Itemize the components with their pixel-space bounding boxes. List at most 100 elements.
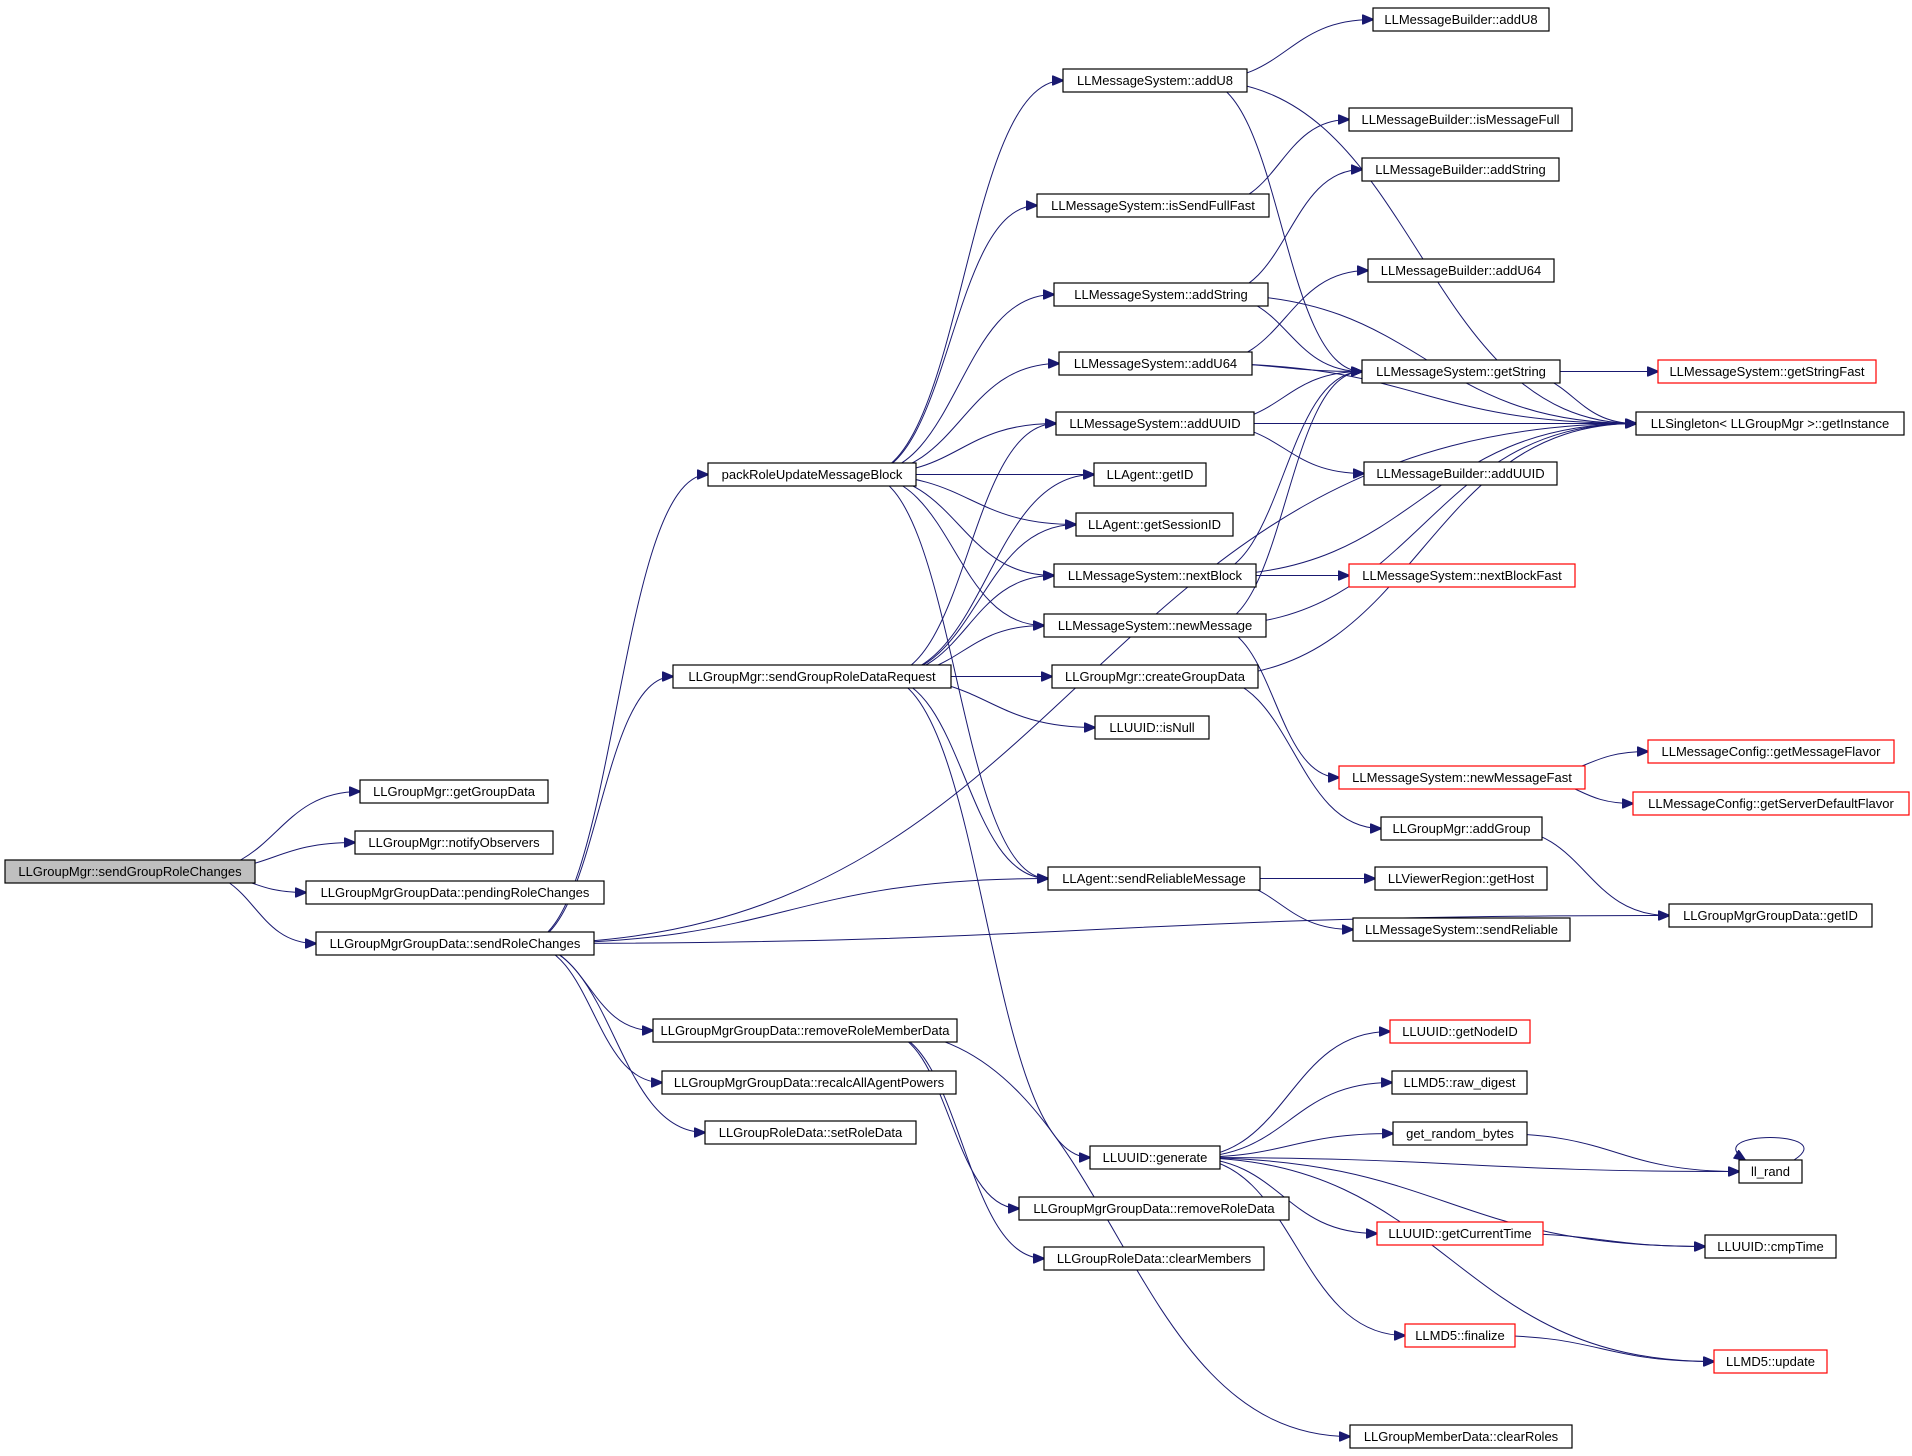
node-pack-role[interactable]: packRoleUpdateMessageBlock bbox=[707, 462, 917, 487]
edge-remove-role-member-data-to-remove-role-data bbox=[880, 1030, 1019, 1209]
node-ms-add-uuid[interactable]: LLMessageSystem::addUUID bbox=[1055, 411, 1255, 436]
node-agent-get-session-id[interactable]: LLAgent::getSessionID bbox=[1075, 512, 1234, 537]
node-send-group-role-data-request[interactable]: LLGroupMgr::sendGroupRoleDataRequest bbox=[672, 664, 952, 689]
edge-send-role-changes-to-pack-role bbox=[524, 475, 709, 944]
node-uuid-get-node-id[interactable]: LLUUID::getNodeID bbox=[1389, 1019, 1531, 1044]
node-label: ll_rand bbox=[1751, 1164, 1790, 1179]
edge-uuid-generate-to-uuid-get-node-id bbox=[1187, 1032, 1391, 1158]
node-ms-is-send-full-fast[interactable]: LLMessageSystem::isSendFullFast bbox=[1036, 193, 1270, 218]
edges-layer bbox=[192, 20, 1805, 1437]
node-remove-role-member-data[interactable]: LLGroupMgrGroupData::removeRoleMemberDat… bbox=[652, 1018, 958, 1043]
node-label: LLAgent::getSessionID bbox=[1088, 517, 1221, 532]
node-set-role-data[interactable]: LLGroupRoleData::setRoleData bbox=[704, 1120, 917, 1145]
node-ms-get-string-fast[interactable]: LLMessageSystem::getStringFast bbox=[1657, 359, 1877, 384]
edge-send-group-role-data-request-to-agent-get-session-id bbox=[881, 525, 1077, 677]
node-box bbox=[1713, 1349, 1828, 1374]
node-notify-observers[interactable]: LLGroupMgr::notifyObservers bbox=[354, 830, 554, 855]
node-label: LLMessageSystem::getString bbox=[1376, 364, 1546, 379]
node-uuid-get-current-time[interactable]: LLUUID::getCurrentTime bbox=[1376, 1221, 1544, 1246]
node-ms-get-string[interactable]: LLMessageSystem::getString bbox=[1361, 359, 1561, 384]
node-label: LLMD5::finalize bbox=[1415, 1328, 1505, 1343]
node-label: LLGroupRoleData::clearMembers bbox=[1057, 1251, 1252, 1266]
node-ms-next-block[interactable]: LLMessageSystem::nextBlock bbox=[1053, 563, 1257, 588]
node-recalc-all-agent-powers[interactable]: LLGroupMgrGroupData::recalcAllAgentPower… bbox=[661, 1070, 957, 1095]
node-root[interactable]: LLGroupMgr::sendGroupRoleChanges bbox=[4, 859, 256, 884]
node-label: LLGroupMgr::notifyObservers bbox=[368, 835, 540, 850]
edge-md5-finalize-to-md5-update bbox=[1487, 1335, 1715, 1362]
edge-uuid-generate-to-uuid-cmp-time bbox=[1187, 1157, 1706, 1247]
node-ms-add-u8[interactable]: LLMessageSystem::addU8 bbox=[1062, 68, 1248, 93]
node-uuid-generate[interactable]: LLUUID::generate bbox=[1089, 1145, 1221, 1170]
node-box bbox=[1647, 739, 1895, 764]
node-mc-get-server-default-flavor[interactable]: LLMessageConfig::getServerDefaultFlavor bbox=[1632, 791, 1910, 816]
node-remove-role-data[interactable]: LLGroupMgrGroupData::removeRoleData bbox=[1018, 1196, 1290, 1221]
edge-ms-new-message-to-singleton-get-instance bbox=[1210, 424, 1637, 626]
node-box bbox=[1043, 613, 1267, 638]
node-label: LLMessageSystem::addU8 bbox=[1077, 73, 1233, 88]
node-box bbox=[1348, 107, 1573, 132]
node-box bbox=[1075, 512, 1234, 537]
node-label: LLGroupMgrGroupData::removeRoleData bbox=[1033, 1201, 1275, 1216]
node-get-random-bytes[interactable]: get_random_bytes bbox=[1392, 1121, 1528, 1146]
edge-pack-role-to-ms-add-string bbox=[863, 295, 1054, 475]
node-uuid-cmp-time[interactable]: LLUUID::cmpTime bbox=[1704, 1234, 1837, 1259]
edge-ll-rand-to-ll-rand bbox=[1736, 1137, 1805, 1161]
node-mb-is-message-full[interactable]: LLMessageBuilder::isMessageFull bbox=[1348, 107, 1573, 132]
node-add-group[interactable]: LLGroupMgr::addGroup bbox=[1380, 816, 1543, 841]
node-box bbox=[704, 1120, 917, 1145]
node-clear-roles[interactable]: LLGroupMemberData::clearRoles bbox=[1349, 1424, 1573, 1449]
node-box bbox=[1361, 157, 1560, 182]
node-box bbox=[1374, 866, 1548, 891]
node-box bbox=[1349, 1424, 1573, 1449]
node-uuid-is-null[interactable]: LLUUID::isNull bbox=[1094, 715, 1210, 740]
node-box bbox=[1635, 411, 1905, 436]
edge-send-group-role-data-request-to-send-reliable-message bbox=[881, 676, 1049, 879]
edge-uuid-generate-to-md5-raw-digest bbox=[1187, 1083, 1393, 1158]
node-mb-add-u8[interactable]: LLMessageBuilder::addU8 bbox=[1372, 7, 1550, 32]
node-ms-add-string[interactable]: LLMessageSystem::addString bbox=[1053, 282, 1269, 307]
node-singleton-get-instance[interactable]: LLSingleton< LLGroupMgr >::getInstance bbox=[1635, 411, 1905, 436]
edge-send-role-changes-to-remove-role-member-data bbox=[524, 943, 654, 1031]
node-box bbox=[1404, 1323, 1516, 1348]
node-box bbox=[1376, 1221, 1544, 1246]
node-md5-finalize[interactable]: LLMD5::finalize bbox=[1404, 1323, 1516, 1348]
edge-remove-role-member-data-to-clear-roles bbox=[880, 1030, 1350, 1437]
node-mc-get-message-flavor[interactable]: LLMessageConfig::getMessageFlavor bbox=[1647, 739, 1895, 764]
node-ms-new-message-fast[interactable]: LLMessageSystem::newMessageFast bbox=[1338, 765, 1586, 790]
node-label: LLAgent::getID bbox=[1107, 467, 1194, 482]
node-mb-add-u64[interactable]: LLMessageBuilder::addU64 bbox=[1367, 258, 1555, 283]
edge-send-role-changes-to-send-group-role-data-request bbox=[524, 677, 674, 944]
node-send-role-changes[interactable]: LLGroupMgrGroupData::sendRoleChanges bbox=[315, 931, 595, 956]
node-md5-update[interactable]: LLMD5::update bbox=[1713, 1349, 1828, 1374]
edge-pack-role-to-ms-add-u8 bbox=[863, 81, 1063, 475]
node-clear-members[interactable]: LLGroupRoleData::clearMembers bbox=[1043, 1246, 1265, 1271]
edge-ms-new-message-to-ms-new-message-fast bbox=[1210, 625, 1340, 778]
node-create-group-data[interactable]: LLGroupMgr::createGroupData bbox=[1051, 664, 1259, 689]
node-label: LLGroupMgr::addGroup bbox=[1392, 821, 1530, 836]
node-ms-new-message[interactable]: LLMessageSystem::newMessage bbox=[1043, 613, 1267, 638]
node-md5-raw-digest[interactable]: LLMD5::raw_digest bbox=[1391, 1070, 1528, 1095]
node-send-reliable-message[interactable]: LLAgent::sendReliableMessage bbox=[1047, 866, 1261, 891]
node-agent-get-id[interactable]: LLAgent::getID bbox=[1093, 462, 1207, 487]
node-box bbox=[1380, 816, 1543, 841]
node-ms-next-block-fast[interactable]: LLMessageSystem::nextBlockFast bbox=[1348, 563, 1576, 588]
edge-ms-add-string-to-mb-add-string bbox=[1214, 170, 1363, 295]
node-ms-add-u64[interactable]: LLMessageSystem::addU64 bbox=[1058, 351, 1253, 376]
node-label: LLMessageSystem::newMessage bbox=[1058, 618, 1252, 633]
node-label: LLMessageSystem::addString bbox=[1074, 287, 1247, 302]
node-box bbox=[1738, 1159, 1803, 1184]
node-mb-add-string[interactable]: LLMessageBuilder::addString bbox=[1361, 157, 1560, 182]
node-ll-rand[interactable]: ll_rand bbox=[1738, 1159, 1803, 1184]
node-ms-send-reliable[interactable]: LLMessageSystem::sendReliable bbox=[1352, 917, 1571, 942]
node-viewer-get-host[interactable]: LLViewerRegion::getHost bbox=[1374, 866, 1548, 891]
edge-ms-next-block-to-ms-get-string bbox=[1205, 372, 1363, 576]
node-get-group-data[interactable]: LLGroupMgr::getGroupData bbox=[359, 779, 549, 804]
node-gmgd-get-id[interactable]: LLGroupMgrGroupData::getID bbox=[1668, 903, 1873, 928]
node-label: LLMessageSystem::addU64 bbox=[1074, 356, 1237, 371]
node-mb-add-uuid[interactable]: LLMessageBuilder::addUUID bbox=[1363, 461, 1558, 486]
node-box bbox=[1047, 866, 1261, 891]
node-label: LLUUID::getNodeID bbox=[1402, 1024, 1518, 1039]
node-label: LLGroupMgr::sendGroupRoleChanges bbox=[18, 864, 242, 879]
node-pending-role-changes[interactable]: LLGroupMgrGroupData::pendingRoleChanges bbox=[305, 880, 605, 905]
node-box bbox=[1632, 791, 1910, 816]
